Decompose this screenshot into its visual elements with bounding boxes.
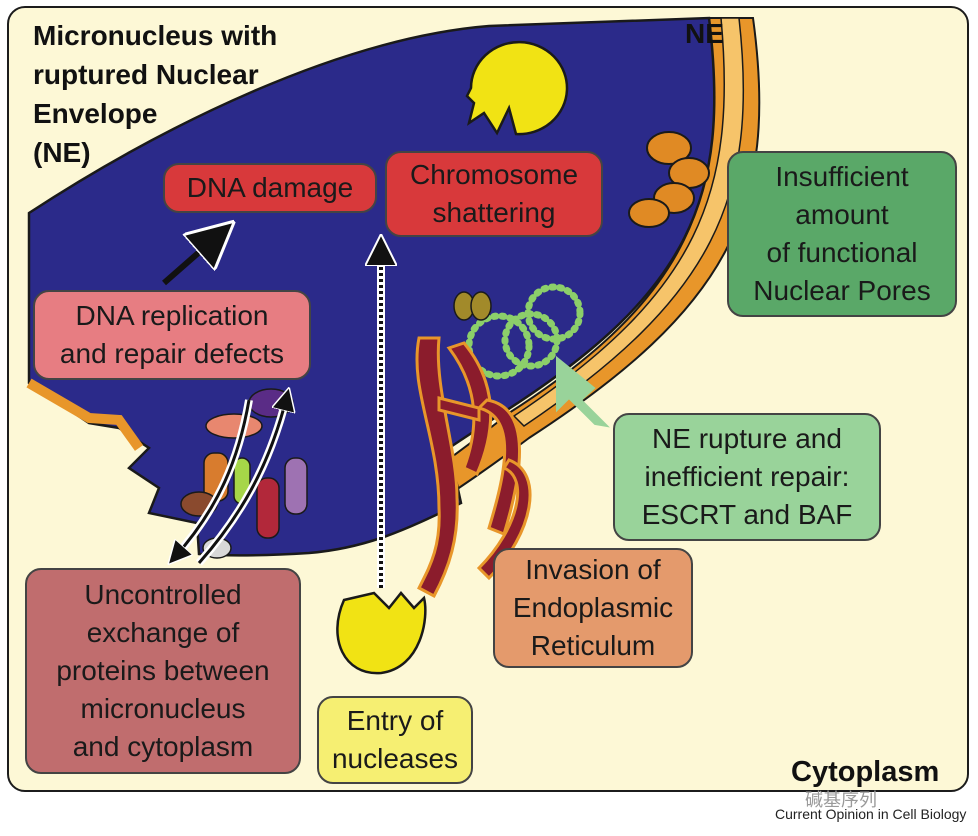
cytoplasm-label: Cytoplasm [791, 756, 940, 788]
nuclease-entering [336, 591, 427, 675]
label-insufficient-pores: Insufficient amount of functional Nuclea… [727, 151, 957, 317]
label-ne-rupture: NE rupture and inefficient repair: ESCRT… [613, 413, 881, 541]
ne-label: NE [685, 18, 724, 49]
er-tube [446, 341, 493, 477]
escrt-rings [465, 283, 584, 380]
nuclease-inside [465, 40, 569, 136]
label-dna-replication: DNA replication and repair defects [33, 290, 311, 380]
protein-cluster [180, 388, 308, 559]
protein [284, 457, 308, 515]
er-tube [437, 396, 481, 422]
ruptured-envelope-edge [26, 378, 144, 451]
figure-title: Micronucleus with ruptured Nuclear Envel… [33, 20, 278, 168]
er-vesicle [470, 291, 492, 321]
label-er-invasion: Invasion of Endoplasmic Reticulum [493, 548, 693, 668]
nuclear-pores [628, 131, 710, 228]
er-tube [415, 336, 459, 599]
protein [256, 477, 280, 539]
protein [205, 413, 263, 439]
figure-frame: Micronucleus with ruptured Nuclear Envel… [7, 6, 969, 792]
watermark: 碱基序列 [805, 790, 877, 810]
journal-credit: Current Opinion in Cell Biology [775, 806, 967, 822]
nuclear-pore [628, 198, 670, 228]
label-chromosome-shattering: Chromosome shattering [385, 151, 603, 237]
arrow-rupture [556, 355, 610, 428]
label-nucleases: Entry of nucleases [317, 696, 473, 784]
nuclear-pore [646, 131, 692, 165]
arrow-exchange-in-core [197, 396, 287, 564]
arrow-replication-to-damage [162, 233, 221, 286]
escrt-ring [524, 283, 584, 343]
escrt-ring [465, 312, 533, 380]
label-dna-damage: DNA damage [163, 163, 377, 213]
arrow-exchange-out-core [174, 399, 251, 558]
label-uncontrolled-exchange: Uncontrolled exchange of proteins betwee… [25, 568, 301, 774]
